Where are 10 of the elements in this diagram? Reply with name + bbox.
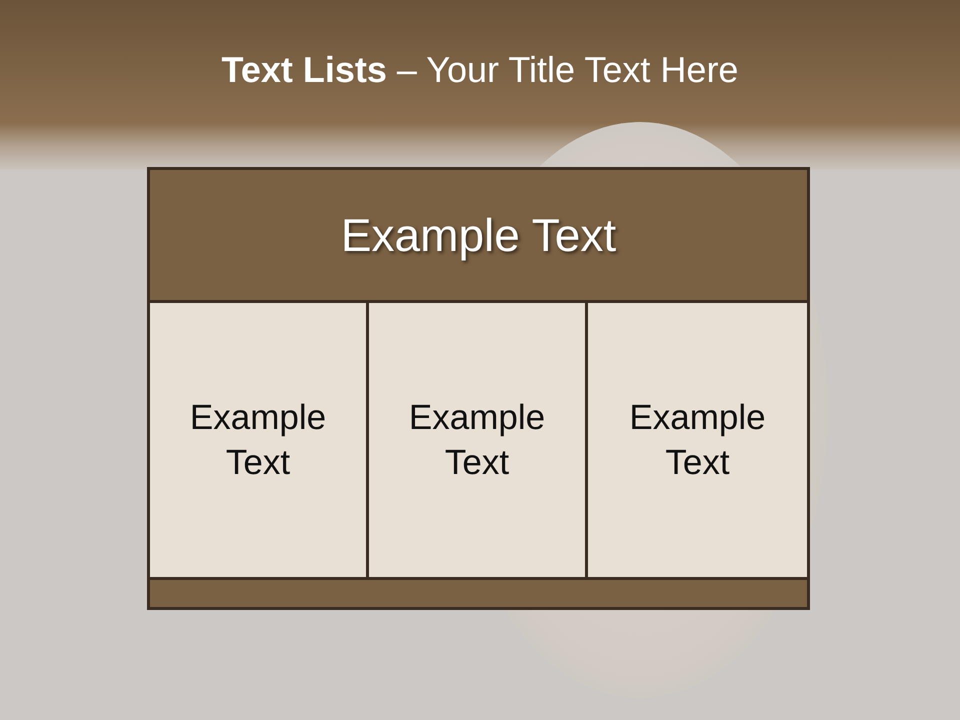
footer-bar <box>150 580 807 607</box>
content-panel <box>588 303 807 577</box>
panel-text: Example Text <box>628 396 767 484</box>
panel-text: Example Text <box>188 396 328 484</box>
content-panel <box>369 303 585 577</box>
panel-text: Example Text <box>408 396 546 484</box>
content-panel <box>150 303 366 577</box>
header-band <box>150 170 807 300</box>
header-text: Example Text <box>340 208 616 262</box>
slide-title: Text Lists – Your Title Text Here <box>222 49 738 91</box>
